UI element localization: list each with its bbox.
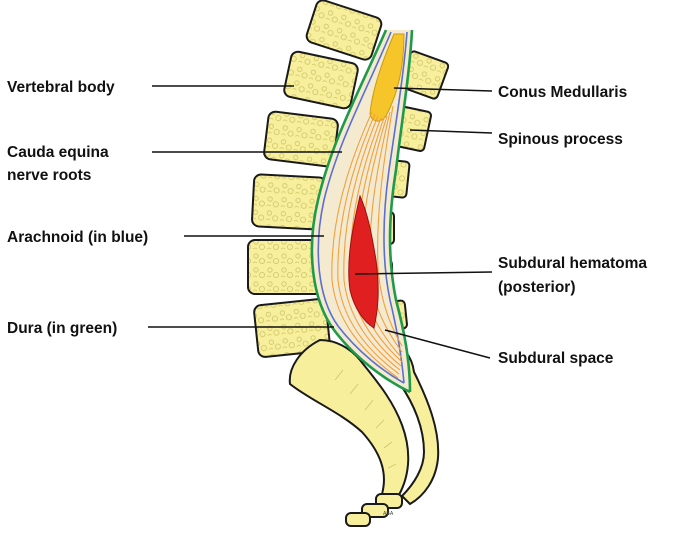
label-subdural-hematoma-line1: Subdural hematoma <box>498 255 647 272</box>
vertebral-body-l5 <box>253 298 331 358</box>
leader-subdural-space <box>384 329 491 359</box>
label-conus-medullaris: Conus Medullaris <box>498 84 627 101</box>
dura-anterior-line <box>310 29 411 394</box>
label-subdural-hematoma-line2: (posterior) <box>498 279 576 296</box>
label-dura: Dura (in green) <box>7 320 117 337</box>
labels: Vertebral body Cauda equina nerve roots … <box>7 79 647 367</box>
arachnoid-anterior-line <box>317 31 405 384</box>
leader-lines <box>148 85 493 359</box>
coccyx-segment-3 <box>345 512 371 527</box>
label-cauda-equina-line2: nerve roots <box>7 167 91 184</box>
label-vertebral-body: Vertebral body <box>7 79 115 96</box>
leader-conus-medullaris <box>393 87 493 92</box>
vertebral-body-t12 <box>305 0 383 61</box>
sacrum-coccyx <box>288 338 440 527</box>
conus-medullaris <box>369 33 405 122</box>
label-arachnoid: Arachnoid (in blue) <box>7 229 148 246</box>
leader-spinous-process <box>409 129 493 134</box>
vertebral-body-l2 <box>263 110 339 168</box>
subdural-hematoma <box>348 194 379 329</box>
artist-signature: ABA <box>383 511 394 517</box>
label-cauda-equina-line1: Cauda equina <box>7 144 109 161</box>
label-subdural-space: Subdural space <box>498 350 614 367</box>
dura-posterior-line <box>388 29 414 393</box>
vertebral-body-l1 <box>283 50 359 110</box>
label-spinous-process: Spinous process <box>498 131 623 148</box>
leader-subdural-hematoma <box>354 271 493 275</box>
